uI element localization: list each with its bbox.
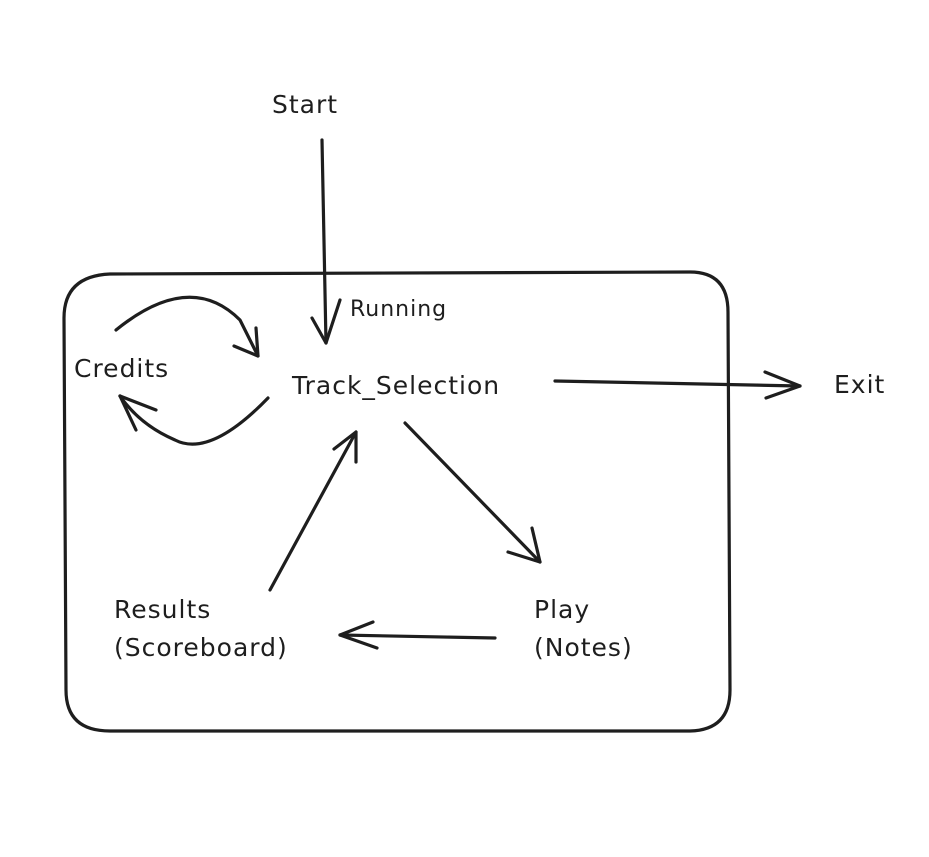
node-play-label-line2: (Notes) bbox=[534, 633, 633, 662]
state-running-label: Running bbox=[350, 297, 447, 322]
arrow-play-to-results bbox=[338, 620, 497, 650]
node-results-label-line1: Results bbox=[114, 595, 211, 624]
node-exit-label: Exit bbox=[834, 370, 885, 399]
node-credits-label: Credits bbox=[74, 354, 169, 383]
arrow-credits-to-track-selection bbox=[114, 295, 260, 358]
node-start-label: Start bbox=[272, 90, 338, 119]
running-state-box bbox=[62, 270, 732, 733]
arrow-track-selection-to-exit bbox=[553, 370, 802, 400]
node-track-selection-label: Track_Selection bbox=[291, 371, 500, 400]
arrow-track-selection-to-play bbox=[403, 421, 542, 564]
node-play-label-line1: Play bbox=[534, 595, 590, 624]
arrow-start-to-track-selection bbox=[310, 138, 342, 345]
arrow-results-to-track-selection bbox=[268, 430, 358, 592]
arrow-track-selection-to-credits bbox=[118, 394, 270, 446]
node-results-label-line2: (Scoreboard) bbox=[114, 633, 288, 662]
